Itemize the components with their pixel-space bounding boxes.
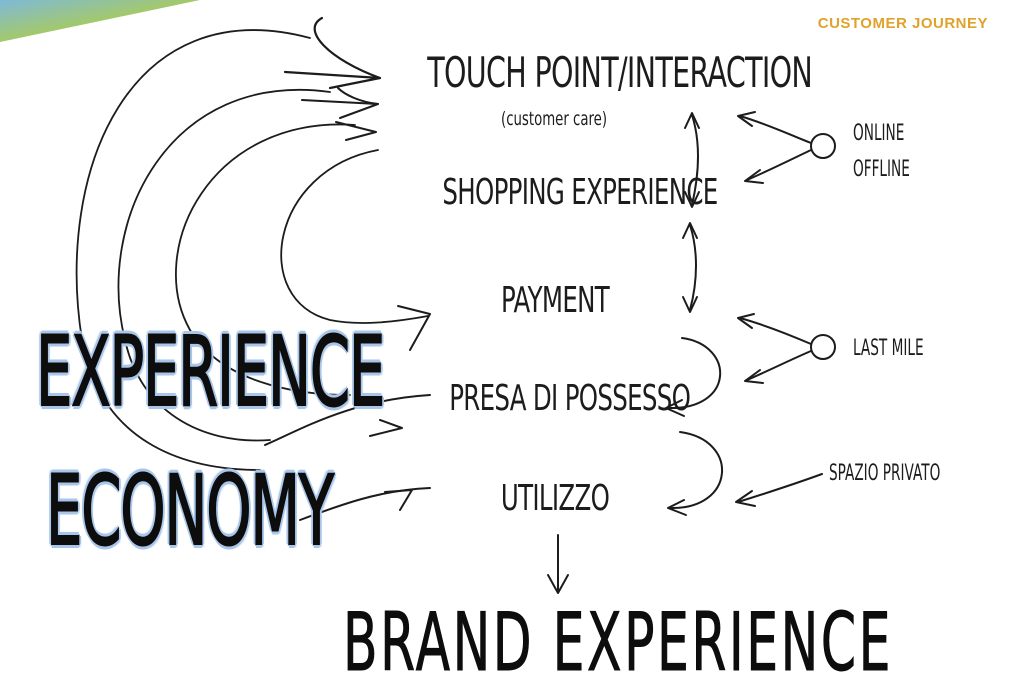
label-last-mile: LAST MILE [853, 336, 924, 361]
outcome-brand-experience: BRAND EXPERIENCE [343, 596, 893, 690]
flow-arrows [547, 112, 723, 594]
step-payment: PAYMENT [500, 280, 610, 321]
step-presa-di-possesso: PRESA DI POSSESSO [449, 378, 691, 419]
loop-arrows [75, 16, 431, 521]
side-arrows [735, 111, 836, 507]
corner-decoration [0, 0, 200, 42]
step-touch-point-sublabel: (customer care) [501, 108, 608, 130]
label-online: ONLINE [853, 121, 905, 146]
step-shopping-experience: SHOPPING EXPERIENCE [442, 172, 718, 213]
step-utilizzo: UTILIZZO [500, 478, 610, 519]
step-touch-point: TOUCH POINT/INTERACTION [427, 48, 813, 97]
title-experience: EXPERIENCE [35, 315, 385, 429]
title-economy: ECONOMY [45, 454, 334, 568]
header-title: CUSTOMER JOURNEY [817, 15, 988, 32]
label-offline: OFFLINE [853, 157, 910, 182]
label-spazio-privato: SPAZIO PRIVATO [829, 461, 941, 486]
